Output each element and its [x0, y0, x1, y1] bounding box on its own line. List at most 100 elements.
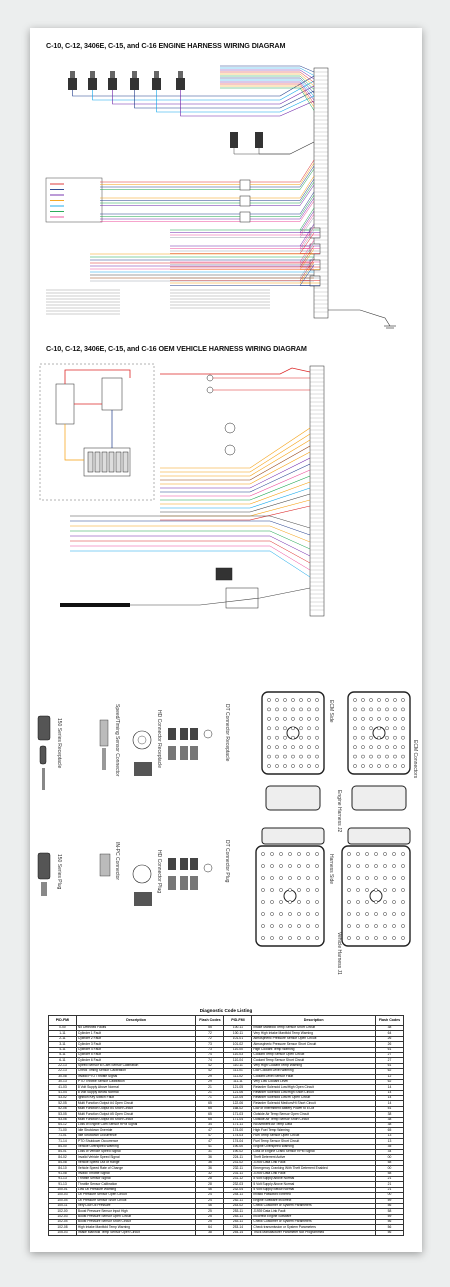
ecm-pin [299, 717, 303, 721]
harness-side-housing [261, 827, 325, 845]
150-plug-picture [37, 852, 51, 880]
ecm-pin [353, 698, 357, 702]
ecm-pin [275, 707, 279, 712]
header-description-right: Description [251, 1015, 376, 1026]
ecm-pin [377, 707, 381, 712]
injector-icon [176, 78, 185, 90]
ecm-pin [361, 745, 365, 749]
ecm-pin [385, 707, 389, 712]
ecm-pin [393, 707, 397, 712]
ecm-pin [401, 764, 405, 768]
ecm-pin [361, 698, 365, 702]
ecm-pin [347, 852, 351, 856]
ecm-pin [315, 698, 319, 702]
bundle-wire [220, 71, 315, 83]
ecm-pin [385, 735, 389, 740]
ecm-pin [297, 900, 301, 904]
ecm-pin [315, 707, 319, 712]
ecm-pin [267, 735, 271, 740]
harness-wire [250, 191, 315, 215]
oem-lower-wire [70, 540, 311, 564]
ecm-pin [392, 936, 396, 940]
ecm-pin [365, 876, 369, 880]
relay-wire [64, 424, 84, 461]
ecm-pin [353, 764, 357, 768]
150-receptacle-label: 150 Series Receptacle [56, 718, 62, 769]
dt-connector-picture [168, 728, 176, 740]
bundle-wire [220, 75, 315, 90]
dt-connector-face [203, 863, 213, 873]
ecm-pin [393, 754, 397, 759]
injector-icon [88, 78, 97, 90]
ecm-pin [307, 754, 311, 759]
harness-wire [299, 229, 320, 252]
ecm-pin [315, 888, 319, 892]
ecm-pin [315, 924, 319, 928]
ecm-pin [385, 754, 389, 759]
bundle-wire [220, 83, 315, 104]
ecm-pin [283, 764, 287, 768]
ecm-pin [291, 764, 295, 768]
ecm-pin [283, 754, 287, 759]
hd-plug-label: HD Connector Plug [156, 850, 162, 893]
injector-top [178, 71, 183, 78]
ecm-pin [279, 888, 283, 892]
bundle-wire [220, 79, 315, 97]
ecm-pin [270, 936, 274, 940]
ecm-pin [401, 864, 405, 868]
ecm-pin [297, 876, 301, 880]
ecm-pin [315, 717, 319, 721]
sensor-icon [230, 132, 238, 148]
oem-lower-wire [70, 535, 311, 557]
hd-plug-body [134, 892, 152, 906]
harness-wire [299, 242, 320, 265]
ecm-pin [365, 900, 369, 904]
ecm-pin [261, 864, 265, 868]
dt-connector-picture [190, 728, 198, 740]
ecm-pin [291, 754, 295, 759]
ecm-pin [288, 912, 292, 916]
150-plug-pin [41, 882, 47, 896]
harness-connector [239, 195, 251, 207]
ecm-pin [267, 717, 271, 721]
harness-wire [299, 207, 320, 231]
ecm-pin [291, 717, 295, 721]
ecm-pin [383, 888, 387, 892]
ecm-pin [299, 754, 303, 759]
ecm-pin [297, 936, 301, 940]
injector-wire [134, 90, 315, 109]
ecm-pin [356, 912, 360, 916]
ecm-pin [267, 707, 271, 712]
dt-connector-body [168, 876, 176, 890]
ecm-pin [347, 876, 351, 880]
dt-connector-face [203, 729, 213, 739]
ecm-pin [307, 717, 311, 721]
ecm-pin [356, 888, 360, 892]
injector-top [70, 71, 75, 78]
dt-connector-body [180, 876, 188, 890]
battery-wire [160, 367, 311, 375]
ecm-pin [392, 888, 396, 892]
ecm-pin [365, 924, 369, 928]
ecm-pin [306, 876, 310, 880]
ecm-pin [270, 912, 274, 916]
harness-wire [250, 197, 315, 220]
ecm-pin [353, 754, 357, 759]
ecm-pin [306, 912, 310, 916]
ecm-pin [291, 726, 295, 731]
ecm-pin [383, 900, 387, 904]
fuse [122, 451, 129, 473]
hd-receptacle-face [132, 730, 152, 750]
ecm-pin [283, 698, 287, 702]
ecm-pin [306, 936, 310, 940]
ecm-pin [307, 764, 311, 768]
ecm-pin [365, 912, 369, 916]
harness-wire [250, 178, 315, 201]
ecm-pin [297, 924, 301, 928]
relay-box-dashed [39, 363, 155, 501]
dt-connector-body [168, 746, 176, 760]
